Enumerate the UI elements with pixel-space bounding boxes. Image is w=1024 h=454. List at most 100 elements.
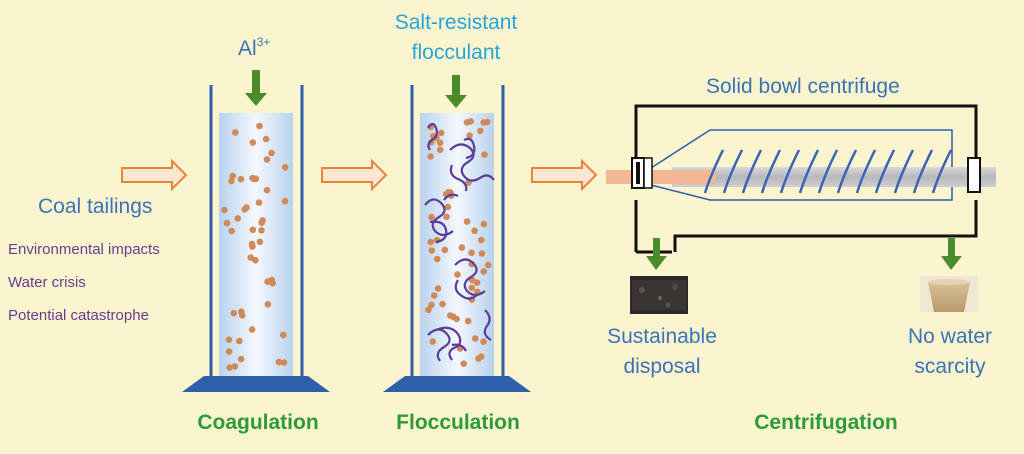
auger-flight [703, 149, 725, 194]
particle [449, 313, 457, 321]
particle [264, 301, 272, 308]
stage-centrifugation: Centrifugation [754, 411, 898, 434]
process-arrow-1 [121, 158, 188, 192]
particle [247, 254, 255, 261]
particle [425, 306, 432, 314]
particle [249, 139, 257, 146]
process-arrow-3 [531, 158, 598, 192]
particle [248, 326, 256, 333]
coagulation-particles [221, 122, 289, 371]
particle [258, 227, 265, 234]
auger-flight [912, 149, 934, 194]
particle [484, 261, 492, 269]
polymer-chains [424, 122, 495, 362]
auger-flight [836, 149, 858, 194]
auger-flight [893, 149, 915, 194]
particle [439, 300, 446, 308]
particle [427, 238, 435, 246]
particle [223, 219, 231, 227]
particle [268, 276, 276, 284]
particle [268, 149, 275, 157]
particle [444, 203, 452, 211]
auger-flight [760, 149, 782, 194]
particle [464, 317, 472, 325]
particle [478, 250, 486, 257]
issue-environmental: Environmental impacts [8, 241, 160, 258]
particle [280, 359, 288, 366]
flocculant-label-line2: flocculant [411, 41, 501, 64]
water-output-line2: scarcity [914, 355, 986, 378]
particle [430, 292, 438, 299]
stage-flocculation: Flocculation [396, 411, 520, 434]
particle [441, 246, 449, 254]
auger-flight [874, 149, 896, 194]
particle [428, 247, 436, 254]
particle [436, 139, 444, 147]
stage-coagulation: Coagulation [197, 411, 319, 434]
particle [238, 308, 245, 316]
particle [466, 132, 473, 139]
particle [259, 217, 266, 224]
particle [468, 249, 475, 257]
particle [228, 177, 235, 185]
particle [228, 227, 235, 235]
coagulant-base: Al [238, 37, 257, 60]
particle [472, 335, 479, 342]
particle [428, 213, 435, 221]
issue-catastrophe: Potential catastrophe [8, 307, 149, 324]
particle [478, 236, 485, 244]
particle [229, 172, 236, 180]
particle [437, 129, 445, 137]
water-discharge-arrow [941, 238, 962, 270]
particle [281, 164, 289, 171]
particle [458, 244, 466, 251]
particle [473, 279, 481, 287]
auger-screw [703, 149, 953, 194]
particle [429, 338, 437, 345]
auger-flight [817, 149, 839, 194]
coagulant-charge: 3+ [256, 35, 271, 49]
solid-discharge-arrow [646, 238, 667, 270]
auger-flight [741, 149, 763, 194]
particle [248, 240, 256, 248]
particle [477, 127, 484, 135]
flocculant-label-line1: Salt-resistant [394, 11, 518, 34]
coagulant-label: Al3+ [238, 35, 271, 60]
particle [480, 220, 488, 228]
auger-flight [931, 149, 953, 194]
particle [467, 118, 475, 125]
particle [226, 364, 233, 371]
particle [281, 197, 289, 205]
particle [221, 206, 228, 214]
particle [249, 226, 257, 234]
water-cup-image [920, 276, 978, 312]
particle [241, 206, 248, 213]
coagulation-column [182, 85, 330, 392]
particle [231, 363, 239, 370]
particle [463, 218, 471, 225]
particle [468, 284, 476, 292]
issue-water: Water crisis [8, 274, 86, 291]
particle [481, 151, 488, 158]
particle [256, 238, 264, 246]
particle [262, 135, 270, 143]
auger-flight [798, 149, 820, 194]
particle [230, 309, 238, 317]
auger-flight [779, 149, 801, 194]
flocculation-column [383, 85, 531, 392]
auger-flight [855, 149, 877, 194]
particle [275, 358, 283, 366]
process-arrow-2 [321, 158, 388, 192]
particle [427, 153, 434, 160]
particle [460, 360, 468, 368]
particle [256, 122, 263, 130]
particle [232, 129, 239, 136]
particle [263, 156, 271, 163]
particle [255, 199, 263, 206]
solid-bowl-centrifuge [606, 104, 996, 314]
particle [225, 348, 233, 355]
particle [480, 268, 488, 275]
particle [225, 336, 233, 344]
